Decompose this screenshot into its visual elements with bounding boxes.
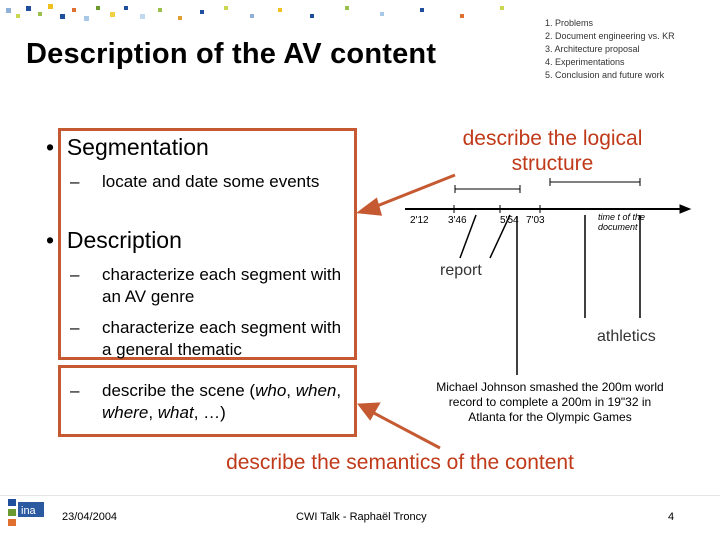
logical-arrow xyxy=(371,173,456,210)
bullet-dot: • xyxy=(46,227,55,253)
outline-item: 4. Experimentations xyxy=(545,57,625,67)
sub-bullet-locate-text: locate and date some events xyxy=(102,172,320,191)
axis-label: time t of the document xyxy=(598,212,646,232)
sub-bullet-scene-text: describe the scene (who, when, where, wh… xyxy=(102,381,342,422)
time-label: 7'03 xyxy=(526,215,545,226)
highlight-box-semantics xyxy=(58,365,357,437)
annotation-arrows xyxy=(356,173,456,450)
dash-marker: – xyxy=(70,318,80,337)
ina-logo: ina xyxy=(8,497,46,527)
highlight-box-structure xyxy=(58,128,357,360)
annotation-semantics: describe the semantics of the content xyxy=(226,451,574,474)
sub-bullet-scene: – describe the scene (who, when, where, … xyxy=(70,380,355,424)
diagram-caption: Michael Johnson smashed the 200m world r… xyxy=(436,380,664,424)
sub-bullet-locate: – locate and date some events xyxy=(70,171,340,193)
bullet-description: • Description xyxy=(46,227,182,254)
semantics-arrow-head xyxy=(357,402,381,421)
footer-date: 23/04/2004 xyxy=(62,511,118,523)
label-report: report xyxy=(440,262,482,279)
outline-item: 2. Document engineering vs. KR xyxy=(545,31,675,41)
bullet-description-text: Description xyxy=(66,227,182,253)
bullet-segmentation-text: Segmentation xyxy=(66,134,209,160)
sub-bullet-thematic-text: characterize each segment with a general… xyxy=(102,318,342,359)
outline-item: 5. Conclusion and future work xyxy=(545,70,665,80)
time-label: 5'54 xyxy=(500,215,519,226)
footer-divider xyxy=(0,495,720,496)
sub-bullet-genre: – characterize each segment with an AV g… xyxy=(70,264,355,308)
label-athletics: athletics xyxy=(597,328,656,345)
annotation-logical-structure: describe the logical structure xyxy=(462,127,643,175)
svg-text:ina: ina xyxy=(21,505,37,517)
timeline-diagram xyxy=(405,178,692,375)
dash-marker: – xyxy=(70,172,80,191)
time-label: 3'46 xyxy=(448,215,467,226)
bullet-segmentation: • Segmentation xyxy=(46,134,209,161)
footer-talk: CWI Talk - Raphaël Troncy xyxy=(296,511,427,523)
page-number: 4 xyxy=(668,511,675,523)
semantics-arrow xyxy=(371,410,441,450)
sub-bullet-genre-text: characterize each segment with an AV gen… xyxy=(102,265,342,306)
report-pointer xyxy=(459,214,477,259)
logical-arrow-head xyxy=(356,197,383,216)
dash-marker: – xyxy=(70,381,80,400)
dash-marker: – xyxy=(70,265,80,284)
bullet-dot: • xyxy=(46,134,55,160)
sub-bullet-thematic: – characterize each segment with a gener… xyxy=(70,317,355,361)
slide-title: Description of the AV content xyxy=(26,38,437,70)
ina-logo-graphic: ina xyxy=(8,499,44,526)
header-squares xyxy=(6,4,504,21)
outline-item: 1. Problems xyxy=(545,18,594,28)
time-label: 2'12 xyxy=(410,215,429,226)
outline-list: 1. Problems 2. Document engineering vs. … xyxy=(545,17,675,82)
time-axis-arrow xyxy=(679,204,692,214)
outline-item: 3. Architecture proposal xyxy=(545,44,640,54)
